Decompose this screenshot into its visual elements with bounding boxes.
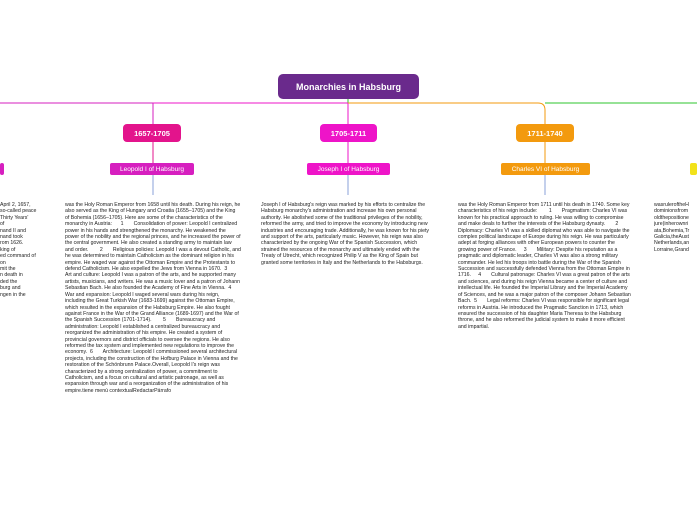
monarch-topic-charles-vi[interactable]: Charles VI of Habsburg xyxy=(501,163,590,175)
note-right-clipped: wasruleroftheH dominionsfrom oldtheposit… xyxy=(654,202,690,253)
monarch-topic-joseph-i[interactable]: Joseph I of Habsburg xyxy=(307,163,390,175)
date-topic-1711-1740[interactable]: 1711-1740 xyxy=(516,124,574,142)
date-topic-1705-1711[interactable]: 1705-1711 xyxy=(320,124,377,142)
date-topic-1657-1705[interactable]: 1657-1705 xyxy=(123,124,181,142)
note-joseph-i: Joseph I of Habsburg's reign was marked … xyxy=(261,202,431,266)
note-charles-vi: was the Holy Roman Emperor from 1711 unt… xyxy=(458,202,633,330)
note-left-clipped: April 2, 1657, so-called peace Thirty Ye… xyxy=(0,202,37,298)
bus-line-center xyxy=(153,102,349,124)
monarch-topic-left-clipped[interactable] xyxy=(0,163,4,175)
monarch-topic-right-clipped[interactable] xyxy=(690,163,697,175)
bus-line-right xyxy=(348,102,546,124)
bus-line-left xyxy=(0,102,154,124)
monarch-topic-leopold-i[interactable]: Leopold I of Habsburg xyxy=(110,163,194,175)
note-leopold-i: was the Holy Roman Emperor from 1658 unt… xyxy=(65,202,241,394)
root-topic[interactable]: Monarchies in Habsburg xyxy=(278,74,419,99)
